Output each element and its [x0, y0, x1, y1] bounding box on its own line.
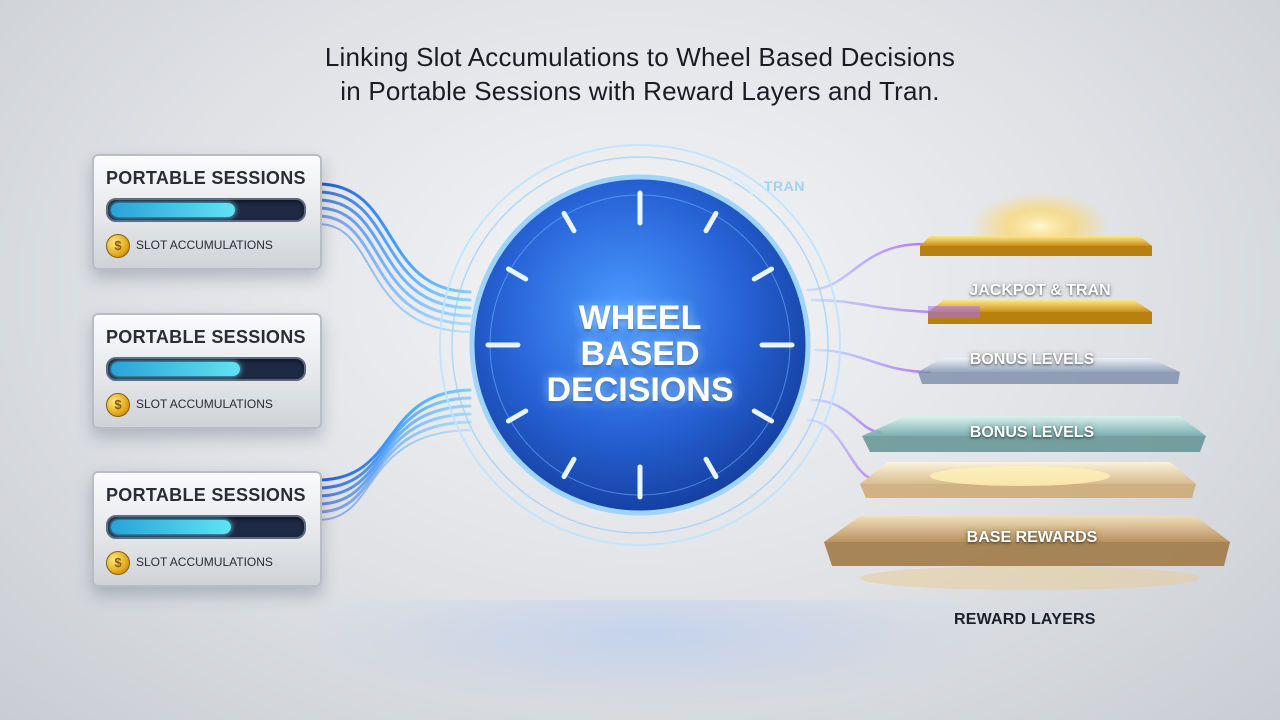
title-line-1: Linking Slot Accumulations to Wheel Base… [324, 42, 956, 72]
wheel-label-line-1: WHEEL [578, 299, 702, 337]
session-panel-3: PORTABLE SESSIONS $ SLOT ACCUMULATIONS [92, 471, 322, 587]
layer-label-bonus-1: BONUS LEVELS [969, 351, 1095, 368]
session-label: PORTABLE SESSIONS [106, 168, 306, 188]
layer-label-bonus-2: BONUS LEVELS [969, 424, 1095, 441]
reward-layers-title: REWARD LAYERS [954, 611, 1096, 628]
session-label: PORTABLE SESSIONS [106, 327, 306, 347]
reward-slabs [824, 192, 1230, 590]
session-progress-bar [106, 515, 306, 539]
slab-glow [860, 462, 1196, 498]
session-label: PORTABLE SESSIONS [106, 485, 306, 505]
wheel-to-rewards-connectors [806, 242, 944, 480]
session-to-wheel-connectors [316, 182, 472, 521]
coin-icon: $ [106, 551, 130, 575]
session-panel-1: PORTABLE SESSIONS $ SLOT ACCUMULATIONS [92, 154, 322, 270]
session-progress-fill [111, 520, 231, 534]
session-progress-bar [106, 357, 306, 381]
slab-bonus-1 [918, 358, 1180, 384]
connector-middle [316, 338, 464, 381]
slot-accumulations-label: SLOT ACCUMULATIONS [136, 555, 273, 569]
session-progress-fill [111, 203, 235, 217]
wheel-tick-marks [485, 190, 795, 500]
slot-accumulations-label: SLOT ACCUMULATIONS [136, 397, 273, 411]
wheel-label-line-3: DECISIONS [546, 371, 734, 409]
slab-jackpot [928, 300, 1152, 324]
tran-label: TRAN [764, 178, 805, 194]
wheel-center-label: WHEEL BASED DECISIONS [520, 300, 760, 408]
layer-label-jackpot: JACKPOT & TRAN [969, 282, 1111, 299]
connector-bottom [316, 388, 472, 521]
session-progress-fill [111, 362, 240, 376]
layer-label-base: BASE REWARDS [966, 529, 1098, 546]
wheel-label-line-2: BASED [580, 335, 700, 373]
session-panel-2: PORTABLE SESSIONS $ SLOT ACCUMULATIONS [92, 313, 322, 429]
coin-icon: $ [106, 393, 130, 417]
floor-reflection [300, 600, 1000, 710]
title-line-2: in Portable Sessions with Reward Layers … [340, 76, 940, 106]
coin-icon: $ [106, 234, 130, 258]
slab-gold-top [920, 236, 1152, 256]
diagram-title: Linking Slot Accumulations to Wheel Base… [0, 40, 1280, 108]
slot-accumulations-label: SLOT ACCUMULATIONS [136, 238, 273, 252]
slab-base [824, 516, 1230, 590]
slab-bonus-2 [862, 416, 1206, 452]
connector-top [316, 182, 472, 333]
decision-wheel [439, 144, 841, 546]
session-progress-bar [106, 198, 306, 222]
